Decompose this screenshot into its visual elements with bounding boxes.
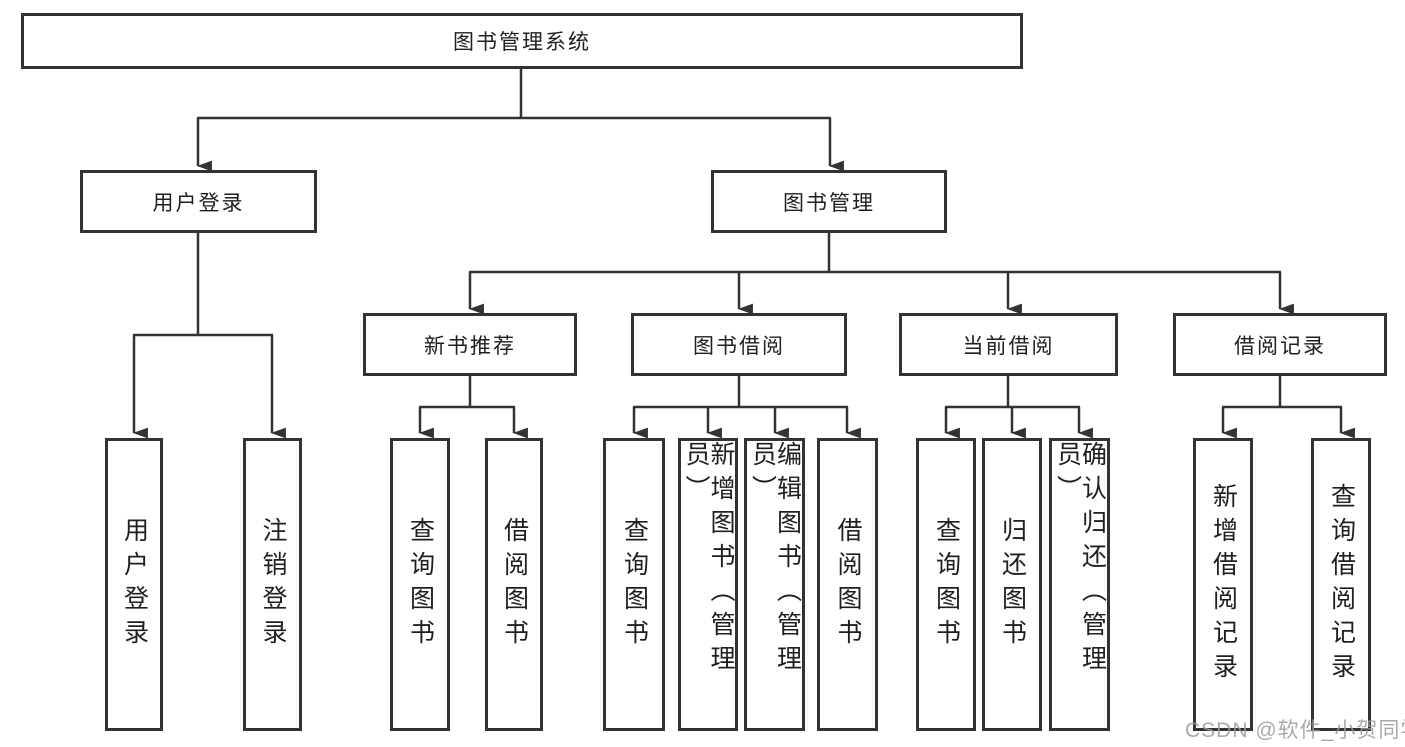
node-label: 新增图书（管理员） [682, 441, 735, 679]
node-label: 编辑图书（管理员） [748, 441, 802, 679]
leaf-return-book: 归还图书 [982, 438, 1042, 731]
node-label: 图书借阅 [693, 334, 785, 358]
watermark-text: CSDN @软件_小贺同学 [1185, 719, 1405, 742]
node-book-borrowing: 图书借阅 [631, 313, 847, 376]
leaf-add-borrow-record: 新增借阅记录 [1193, 438, 1253, 731]
node-label: 借阅图书 [834, 516, 862, 653]
leaf-edit-book-admin: 编辑图书（管理员） [744, 438, 805, 731]
leaf-confirm-return-admin: 确认归还（管理员） [1049, 438, 1110, 731]
node-label: 图书管理 [783, 191, 875, 215]
node-label: 借阅图书 [500, 516, 529, 653]
leaf-add-book-admin: 新增图书（管理员） [678, 438, 738, 731]
node-label: 图书管理系统 [453, 31, 591, 54]
node-label: 新书推荐 [424, 334, 516, 358]
node-label: 查询图书 [620, 516, 649, 653]
leaf-borrow-books-recommend: 借阅图书 [485, 438, 543, 731]
node-book-management: 图书管理 [711, 170, 947, 233]
node-label: 当前借阅 [962, 334, 1055, 358]
node-label: 新增借阅记录 [1209, 482, 1238, 687]
leaf-logout: 注销登录 [243, 438, 302, 731]
node-label: 注销登录 [259, 516, 287, 653]
leaf-user-login: 用户登录 [105, 438, 163, 731]
node-label: 用户登录 [120, 516, 149, 653]
node-label: 查询图书 [932, 516, 961, 653]
node-label: 确认归还（管理员） [1053, 441, 1107, 679]
node-label: 归还图书 [998, 516, 1027, 653]
leaf-query-books-borrowing: 查询图书 [603, 438, 665, 731]
node-user-login: 用户登录 [80, 170, 317, 233]
node-label: 用户登录 [152, 191, 245, 215]
leaf-query-borrow-record: 查询借阅记录 [1311, 438, 1371, 731]
leaf-query-books-current: 查询图书 [916, 438, 976, 731]
node-label: 借阅记录 [1234, 334, 1326, 358]
node-label: 查询借阅记录 [1327, 482, 1356, 687]
node-new-book-recommendation: 新书推荐 [363, 313, 577, 376]
leaf-borrow-books-borrowing: 借阅图书 [817, 438, 878, 731]
node-label: 查询图书 [406, 516, 435, 653]
node-library-management-system: 图书管理系统 [21, 13, 1023, 69]
node-current-borrowing: 当前借阅 [899, 313, 1118, 376]
leaf-query-books-recommend: 查询图书 [390, 438, 450, 731]
node-borrowing-records: 借阅记录 [1173, 313, 1387, 376]
